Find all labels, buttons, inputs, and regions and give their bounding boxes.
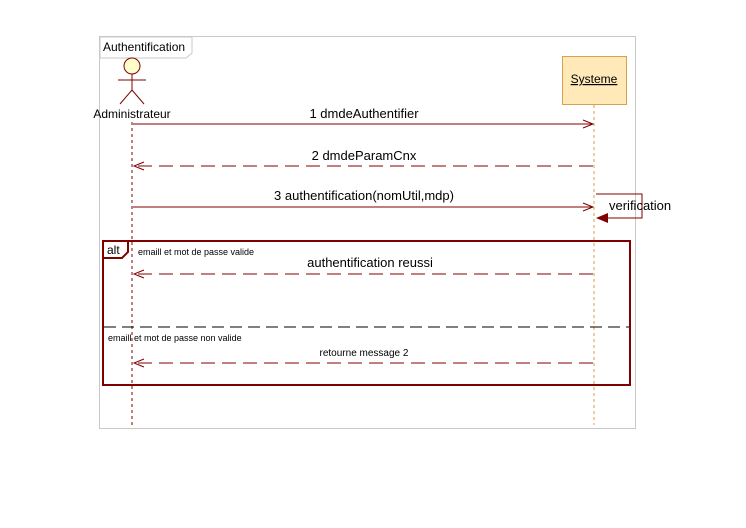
alt-message-label-1: authentification reussi [307,255,433,270]
self-message-label: verification [609,198,671,213]
actor-icon [118,57,146,105]
message-label-1: 1 dmdeAuthentifier [309,106,419,121]
alt-message-label-2: retourne message 2 [320,348,409,359]
message-label-2: 2 dmdeParamCnx [312,148,417,163]
frame-tab: Authentification [99,36,193,59]
self-message-arrow [596,193,643,223]
actor-label: Administrateur [93,107,170,121]
alt-guard-2: emaill et mot de passe non valide [108,333,242,343]
system-box [562,56,627,105]
frame-title: Authentification [103,40,185,54]
alt-operator-tab [103,240,129,259]
alt-operator-label: alt [107,243,120,257]
message-label-3: 3 authentification(nomUtil,mdp) [274,188,454,203]
system-label: Systeme [571,72,618,86]
alt-guard-1: emaill et mot de passe valide [138,247,254,257]
diagram-frame [99,36,636,429]
alt-fragment [102,240,631,386]
